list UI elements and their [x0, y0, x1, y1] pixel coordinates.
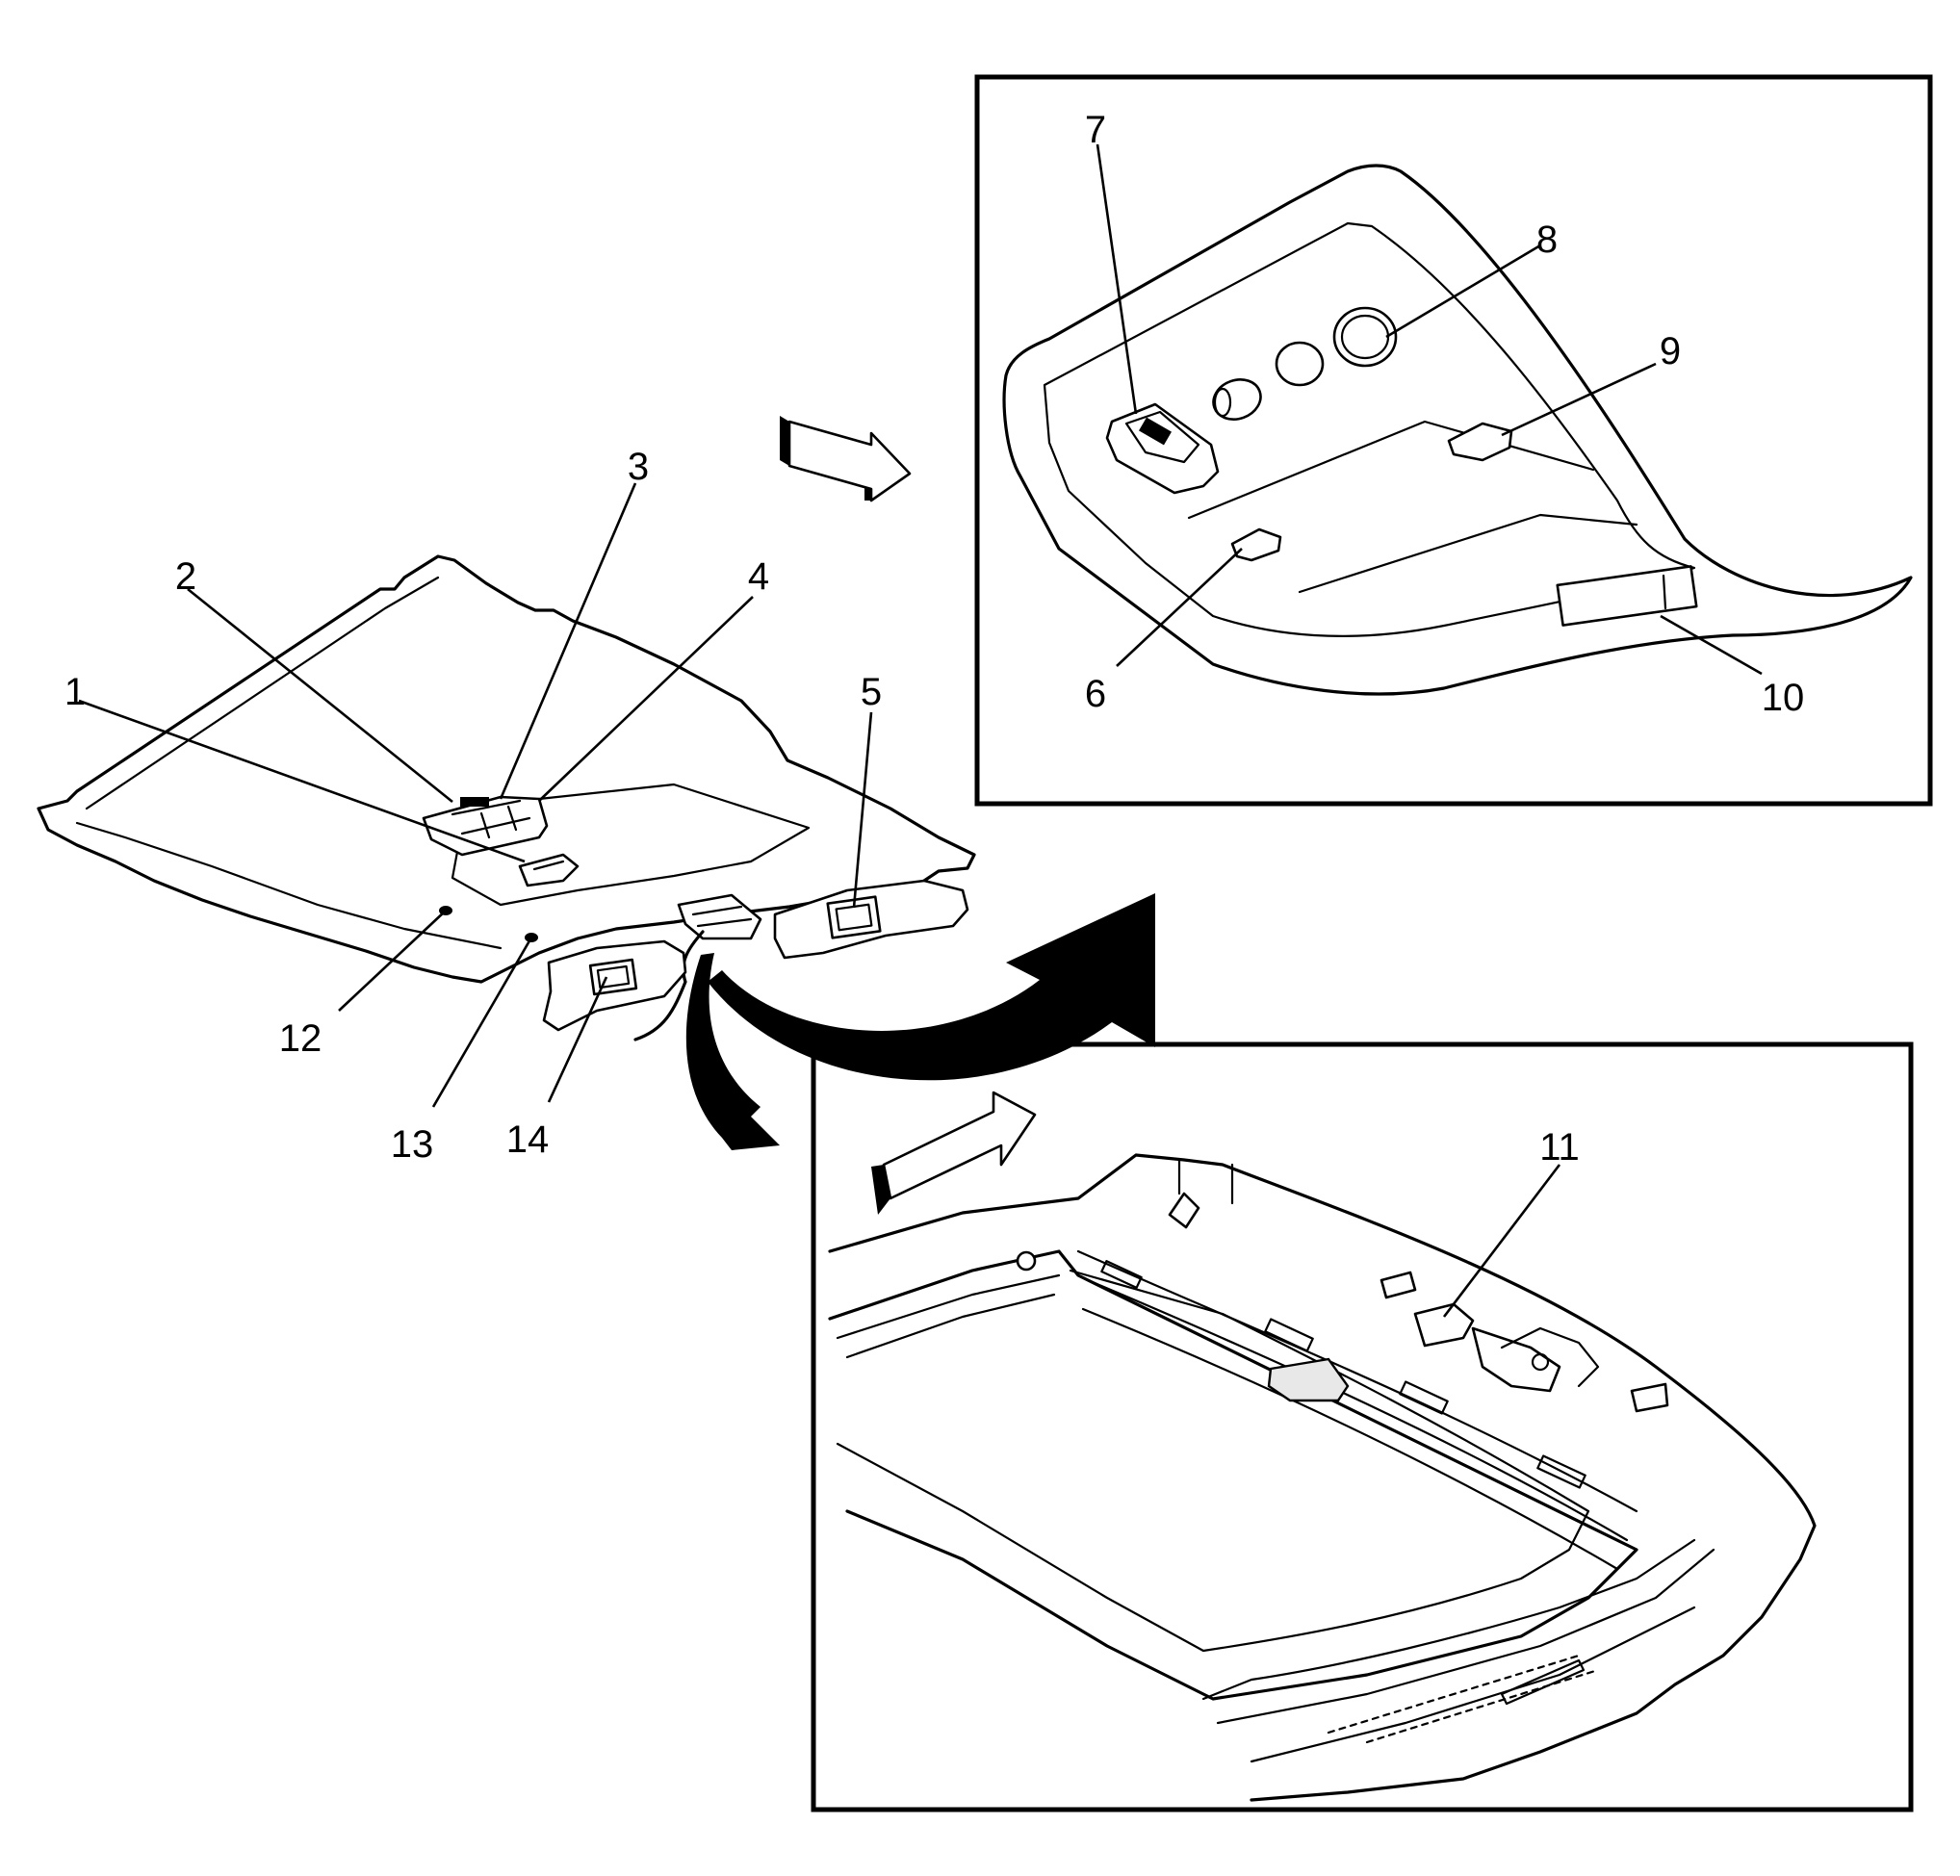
callout-8: 8 — [1536, 218, 1558, 261]
sunshade-left — [542, 939, 687, 1032]
lamp-lens — [1212, 378, 1262, 421]
wire-harness-mount — [633, 893, 762, 1041]
headliner-front-edge — [75, 821, 503, 950]
mount-bracket — [1380, 1271, 1417, 1299]
overhead-console — [422, 795, 549, 857]
sunshade-right — [773, 879, 969, 960]
headliner-panel — [37, 554, 976, 1041]
frame-slot — [1100, 1260, 1143, 1289]
sunroof-inset — [811, 1041, 1914, 1812]
curved-pointer-arrow — [685, 953, 780, 1150]
curved-pointer-arrow — [708, 893, 1155, 1081]
sunroof-switch — [1447, 422, 1513, 462]
leader-lines-overview — [78, 482, 873, 1108]
callout-4: 4 — [748, 555, 769, 598]
view-direction-arrow — [780, 416, 912, 502]
overhead-console-inset — [974, 74, 1933, 807]
roof-outline — [828, 1153, 1817, 1802]
callout-10: 10 — [1762, 677, 1805, 719]
view-direction-arrow — [871, 1091, 1037, 1215]
callout-12: 12 — [279, 1017, 322, 1060]
callout-2: 2 — [175, 555, 196, 598]
sunroof-latch — [1267, 1357, 1350, 1402]
sunroof-frame — [828, 1249, 1638, 1701]
console-display — [1556, 565, 1698, 627]
lamp-lens — [1213, 387, 1232, 418]
callout-5: 5 — [861, 671, 882, 713]
map-lamp-switch — [1105, 402, 1220, 495]
lamp-lens — [1275, 341, 1325, 387]
callout-labels: 1 2 3 4 5 6 7 8 9 10 11 12 13 14 — [64, 109, 1804, 1169]
sunroof-drain-connector — [1413, 1302, 1600, 1393]
frame-slot — [1399, 1380, 1449, 1415]
mount-bolt — [1016, 1250, 1037, 1272]
callout-1: 1 — [64, 671, 86, 713]
headliner-outline — [37, 554, 976, 984]
console-switch — [1230, 527, 1282, 562]
callout-6: 6 — [1085, 673, 1106, 715]
callout-11: 11 — [1539, 1126, 1580, 1169]
mount-bracket — [1630, 1382, 1669, 1413]
frame-slot — [1536, 1454, 1586, 1489]
inset-frame-bottom — [811, 1041, 1914, 1812]
callout-14: 14 — [506, 1118, 550, 1161]
callout-3: 3 — [628, 446, 649, 488]
dome-lamp — [518, 853, 580, 887]
mount-bracket — [1168, 1192, 1200, 1229]
callout-13: 13 — [391, 1123, 434, 1166]
sunroof-opening — [451, 783, 811, 907]
inset-frame-top — [974, 74, 1933, 807]
callout-9: 9 — [1660, 330, 1681, 373]
frame-slot — [1264, 1318, 1314, 1352]
sunroof-glass — [836, 1269, 1590, 1653]
headliner-edge-line — [85, 576, 440, 810]
callout-7: 7 — [1085, 109, 1106, 151]
console-housing-outline — [1002, 164, 1913, 696]
